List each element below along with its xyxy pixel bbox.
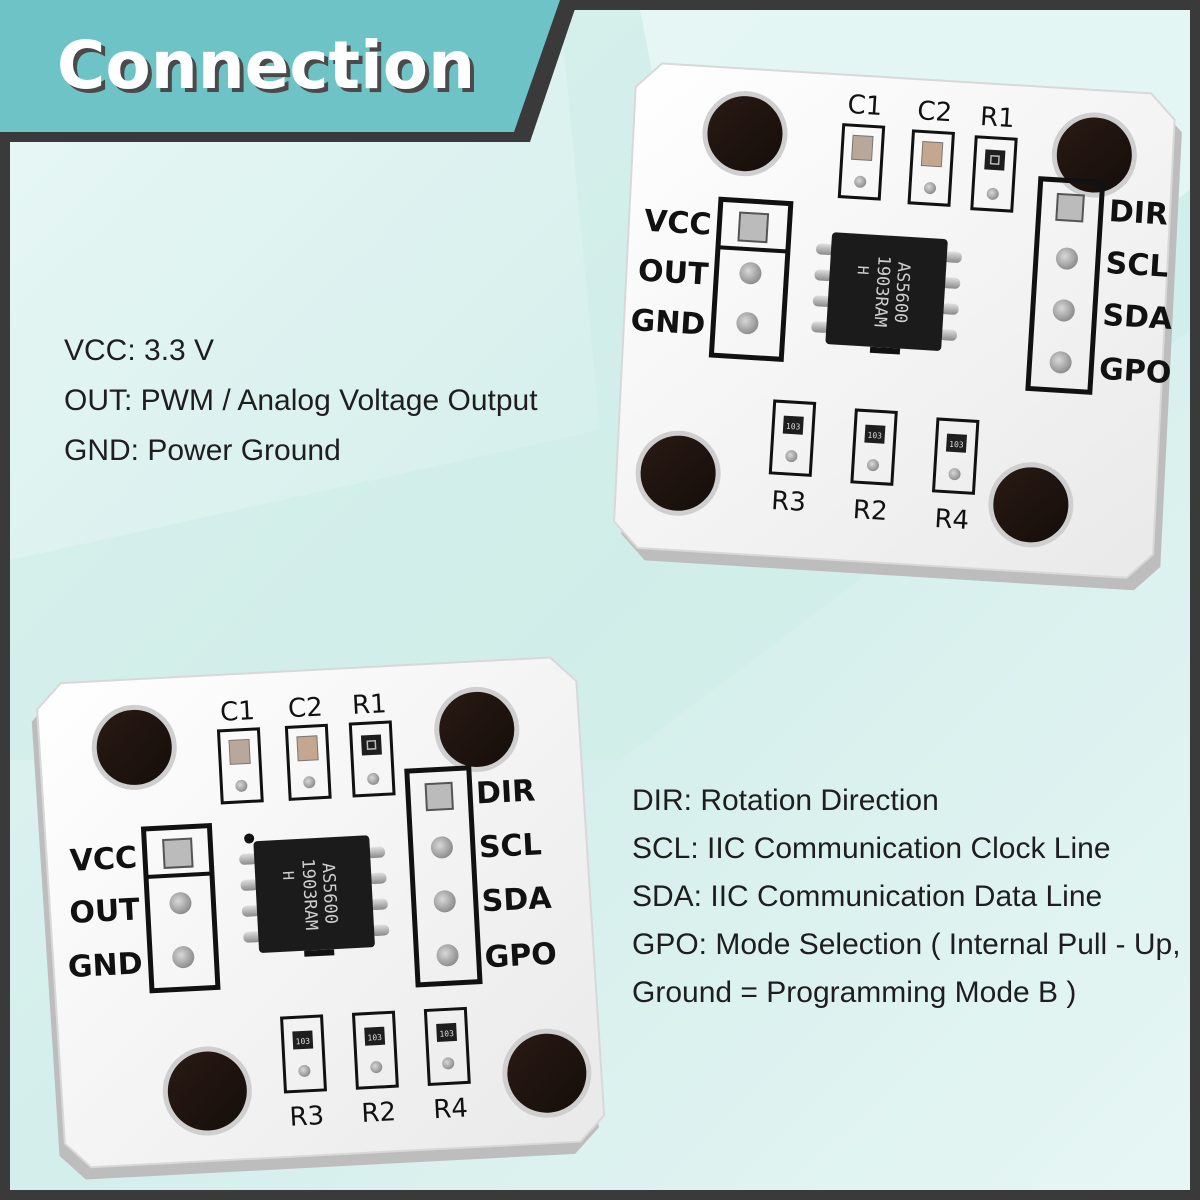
mounting-hole bbox=[502, 1028, 592, 1118]
resistor-r2: 103 bbox=[850, 408, 898, 486]
resistor-r4: 103 bbox=[931, 417, 980, 495]
label-r2: R2 bbox=[361, 1097, 397, 1129]
svg-text:103: 103 bbox=[949, 440, 964, 450]
capacitor-c1 bbox=[837, 123, 886, 201]
sensor-board-bottom: C1 C2 R1 VCC OUT GND bbox=[31, 656, 606, 1180]
description-sda: SDA: IIC Communication Data Line bbox=[632, 880, 1103, 913]
svg-text:103: 103 bbox=[439, 1029, 454, 1039]
pin-label-sda: SDA bbox=[1101, 298, 1174, 337]
pin-label-vcc: VCC bbox=[643, 204, 712, 243]
label-r1: R1 bbox=[979, 102, 1015, 134]
resistor-r3: 103 bbox=[280, 1014, 327, 1094]
pin-label-scl: SCL bbox=[1105, 246, 1170, 285]
resistor-r2: 103 bbox=[351, 1010, 399, 1090]
right-header-outline bbox=[404, 765, 483, 988]
resistor-r1 bbox=[970, 135, 1018, 213]
pin-label-scl: SCL bbox=[478, 827, 542, 865]
mounting-hole bbox=[988, 462, 1074, 548]
resistor-r3: 103 bbox=[768, 399, 817, 477]
mounting-hole bbox=[434, 686, 520, 772]
pad-gnd bbox=[172, 946, 195, 969]
label-c1: C1 bbox=[847, 90, 883, 122]
label-r3: R3 bbox=[289, 1101, 325, 1133]
mounting-hole bbox=[1051, 112, 1137, 198]
label-r4: R4 bbox=[934, 504, 970, 536]
pad-vcc bbox=[162, 837, 194, 870]
description-scl: SCL: IIC Communication Clock Line bbox=[632, 832, 1111, 865]
pad-out bbox=[169, 892, 192, 915]
pin-label-out: OUT bbox=[637, 253, 710, 292]
description-out: OUT: PWM / Analog Voltage Output bbox=[64, 384, 538, 417]
capacitor-c1 bbox=[216, 727, 264, 805]
mounting-hole bbox=[91, 704, 177, 790]
pin-label-dir: DIR bbox=[475, 773, 536, 811]
pin-label-out: OUT bbox=[69, 892, 142, 931]
pad-out bbox=[739, 262, 762, 285]
left-header-outline bbox=[140, 822, 221, 994]
pin-label-vcc: VCC bbox=[69, 840, 138, 878]
label-r3: R3 bbox=[770, 486, 806, 518]
label-r2: R2 bbox=[852, 495, 888, 527]
pad-gpo bbox=[436, 944, 459, 967]
pin-label-gnd: GND bbox=[630, 303, 707, 342]
pad-gpo bbox=[1049, 351, 1072, 374]
pad-dir bbox=[424, 781, 454, 812]
description-gpo-line2: Ground = Programming Mode B ) bbox=[632, 976, 1077, 1009]
left-header-outline bbox=[708, 196, 794, 362]
pad-sda bbox=[433, 890, 456, 913]
capacitor-c2 bbox=[907, 129, 955, 207]
pin-label-gnd: GND bbox=[67, 946, 143, 985]
title-shadow: Connection bbox=[61, 31, 479, 108]
page-title: Connection bbox=[57, 27, 475, 104]
pin-label-dir: DIR bbox=[1108, 194, 1169, 233]
pad-scl bbox=[1055, 247, 1078, 270]
svg-text:103: 103 bbox=[367, 1033, 382, 1043]
pad-vcc bbox=[737, 211, 770, 244]
svg-text:103: 103 bbox=[867, 431, 882, 441]
sensor-board-top: C1 C2 R1 VCC OUT GND bbox=[613, 62, 1182, 591]
capacitor-c2 bbox=[284, 723, 332, 801]
chip-marking-line1: AS5600 bbox=[890, 261, 914, 324]
pin-label-sda: SDA bbox=[481, 881, 553, 920]
label-r4: R4 bbox=[433, 1093, 469, 1125]
svg-text:103: 103 bbox=[295, 1037, 310, 1047]
label-c2: C2 bbox=[916, 96, 952, 128]
mounting-hole bbox=[635, 430, 721, 516]
description-vcc: VCC: 3.3 V bbox=[64, 334, 215, 367]
pad-dir bbox=[1055, 192, 1085, 223]
pin-label-gpo: GPO bbox=[484, 937, 558, 976]
chip-marking-line3: H bbox=[854, 265, 873, 275]
as5600-chip: AS5600 1903RAM H bbox=[239, 833, 390, 957]
chip-marking-line1: AS5600 bbox=[318, 862, 341, 924]
resistor-r4: 103 bbox=[423, 1006, 471, 1086]
label-c1: C1 bbox=[219, 696, 255, 728]
mounting-hole bbox=[162, 1046, 252, 1136]
pad-scl bbox=[430, 836, 453, 859]
pad-sda bbox=[1052, 299, 1075, 322]
resistor-r1 bbox=[348, 720, 396, 798]
right-header-outline bbox=[1025, 176, 1106, 395]
chip-marking-line2: 1903RAM bbox=[869, 255, 893, 328]
left-pin-descriptions: VCC: 3.3 V OUT: PWM / Analog Voltage Out… bbox=[64, 326, 538, 476]
title-banner bbox=[0, 0, 560, 132]
as5600-chip: AS5600 1903RAM H bbox=[811, 232, 962, 355]
pad-gnd bbox=[736, 312, 759, 335]
label-r1: R1 bbox=[351, 689, 387, 721]
label-c2: C2 bbox=[287, 692, 323, 724]
svg-text:103: 103 bbox=[786, 422, 801, 432]
description-gpo-line1: GPO: Mode Selection ( Internal Pull - Up… bbox=[632, 928, 1181, 961]
pin-label-gpo: GPO bbox=[1098, 352, 1172, 391]
right-pin-descriptions: DIR: Rotation Direction SCL: IIC Communi… bbox=[632, 777, 1181, 1017]
chip-marking-line2: 1903RAM bbox=[297, 858, 321, 931]
chip-marking-line3: H bbox=[279, 871, 297, 881]
mounting-hole bbox=[702, 91, 788, 177]
description-dir: DIR: Rotation Direction bbox=[632, 784, 939, 817]
description-gnd: GND: Power Ground bbox=[64, 434, 341, 467]
